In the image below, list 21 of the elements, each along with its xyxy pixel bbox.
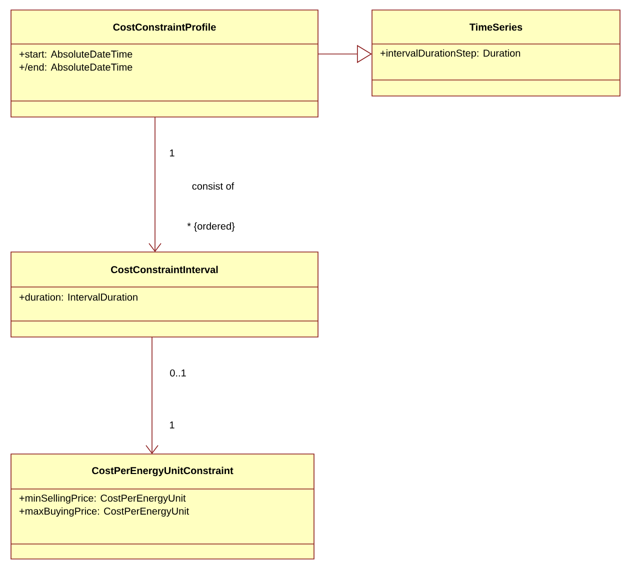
multiplicity-label: * {ordered}: [187, 222, 235, 232]
attribute-text: +start: AbsoluteDateTime: [20, 50, 132, 58]
attribute-text: +duration: IntervalDuration: [20, 293, 138, 301]
attribute-text: +intervalDurationStep: Duration: [380, 49, 520, 59]
class-box: [10, 252, 318, 338]
multiplicity-label: 1: [170, 150, 174, 156]
multiplicity-label: 0..1: [170, 369, 186, 377]
attribute-text: +/end: AbsoluteDateTime: [20, 63, 132, 71]
edge-label: consist of: [192, 182, 234, 190]
association-arrow: [148, 116, 162, 252]
class-name: TimeSeries: [470, 23, 522, 31]
class-box: [10, 454, 314, 560]
class-name: CostPerEnergyUnitConstraint: [92, 466, 234, 476]
association-arrow: [146, 336, 158, 454]
attribute-text: +minSellingPrice: CostPerEnergyUnit: [20, 494, 186, 504]
multiplicity-label: 1: [170, 422, 174, 428]
attribute-text: +maxBuyingPrice: CostPerEnergyUnit: [20, 507, 190, 517]
class-box: [372, 10, 620, 96]
class-name: CostConstraintInterval: [111, 266, 218, 274]
class-box: [10, 10, 318, 118]
class-name: CostConstraintProfile: [113, 23, 216, 31]
